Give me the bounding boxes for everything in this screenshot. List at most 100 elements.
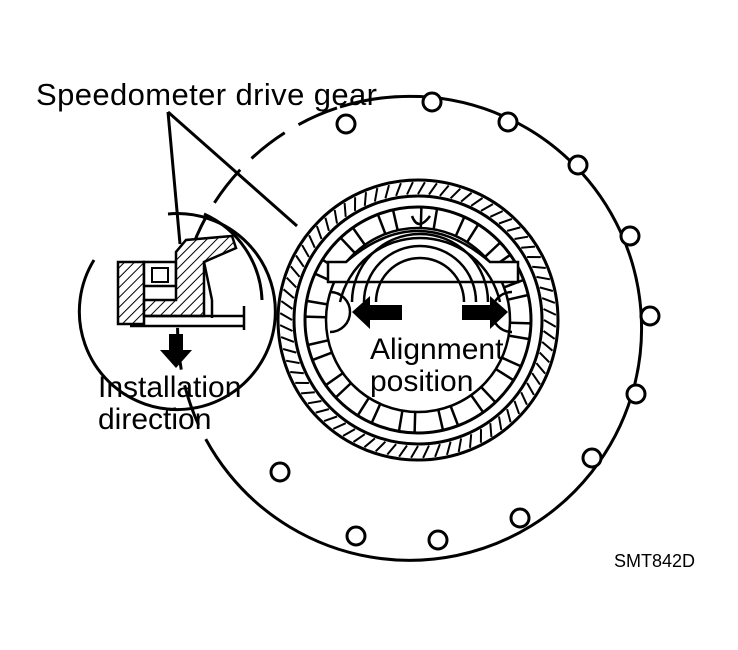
gear-tooth — [536, 277, 550, 279]
hub-slot-edge — [485, 243, 500, 257]
hub-slot-edge — [456, 217, 465, 236]
bolt-holes — [271, 93, 659, 549]
gear-tooth — [387, 444, 396, 454]
gear-tooth — [301, 392, 315, 393]
hub-slot-edge — [312, 353, 332, 361]
gear-tooth — [440, 186, 449, 196]
gear-tooth — [481, 204, 493, 211]
gear-tooth — [544, 309, 556, 315]
hub-slot-edge — [467, 224, 478, 242]
gear-tooth — [470, 434, 471, 448]
hub-slot-edge — [358, 398, 369, 416]
gear-tooth — [515, 401, 520, 414]
installation-line-1: Installation — [98, 372, 241, 404]
gear-tooth — [447, 442, 451, 455]
gear-tooth — [290, 372, 304, 373]
bolt-hole — [423, 93, 441, 111]
gear-tooth — [423, 446, 429, 458]
gear-tooth — [280, 313, 292, 320]
gear-tooth — [324, 417, 337, 422]
figure-code: SMT842D — [614, 552, 695, 571]
gear-tooth — [507, 409, 511, 422]
hub-slot-edge — [510, 323, 531, 324]
hub-slot-edge — [399, 411, 403, 432]
installation-line-2: direction — [98, 404, 241, 436]
alignment-position-label: Alignment position — [370, 334, 503, 399]
hub-slot-edge — [341, 238, 355, 253]
hub-slot-edge — [502, 358, 521, 367]
gear-tooth — [407, 182, 413, 194]
bolt-hole — [569, 156, 587, 174]
hub-slot-edge — [308, 340, 329, 345]
hub-slot-edge — [393, 210, 398, 231]
gear-tooth — [515, 237, 529, 239]
gear-tooth — [544, 331, 555, 339]
arrow-right-icon — [462, 296, 508, 329]
gear-tooth — [308, 401, 322, 403]
hub-slot-edge — [336, 383, 351, 397]
gear-cross-section — [118, 236, 244, 330]
bolt-hole — [337, 115, 355, 133]
gear-tooth — [396, 183, 401, 196]
hub-slot-edge — [438, 410, 443, 431]
bolt-hole — [641, 307, 659, 325]
gear-tooth — [471, 198, 482, 206]
gear-tooth — [283, 349, 296, 353]
hub-slot-edge — [353, 228, 365, 245]
gear-tooth — [291, 266, 300, 277]
gear-tooth — [286, 361, 300, 363]
gear-tooth — [536, 363, 545, 374]
gear-tooth — [280, 325, 292, 331]
hub-slot-edge — [508, 295, 529, 300]
gear-tooth — [317, 226, 322, 239]
hub-slot-edge — [509, 336, 530, 340]
gear-tooth — [302, 245, 309, 257]
case-outer-ring — [278, 180, 558, 460]
hub-slot-edge — [451, 406, 459, 426]
gear-tooth — [316, 409, 329, 413]
hub-slot-edge — [372, 404, 381, 423]
bolt-hole — [347, 527, 365, 545]
gear-tooth — [354, 434, 365, 442]
alignment-line-2: position — [370, 366, 503, 398]
gear-tooth — [429, 183, 437, 194]
gear-tooth — [499, 417, 501, 431]
arrow-down-icon — [160, 334, 192, 368]
bolt-hole — [583, 449, 601, 467]
gear-tooth — [435, 444, 440, 457]
hub-slot-edge — [305, 317, 326, 318]
gear-tooth — [540, 353, 550, 363]
gear-tooth — [411, 446, 418, 458]
gear-tooth — [385, 185, 389, 198]
gear-tooth — [532, 267, 546, 268]
gear-tooth — [345, 203, 346, 217]
gear-tooth — [507, 227, 520, 231]
gear-tooth — [281, 337, 294, 342]
bolt-hole — [627, 385, 645, 403]
gear-tooth — [287, 278, 297, 288]
hub-slot-edge — [307, 301, 328, 305]
gear-tooth — [418, 182, 425, 194]
hub-slot-edge — [415, 412, 416, 433]
gear-tooth — [459, 438, 461, 452]
gear-tooth — [532, 373, 540, 384]
gear-tooth — [325, 218, 329, 231]
gear-tooth — [343, 429, 355, 436]
bolt-hole — [511, 509, 529, 527]
gear-tooth — [542, 342, 552, 351]
gear-tooth — [399, 446, 407, 457]
gear-tooth — [281, 301, 292, 309]
gear-tooth — [296, 256, 304, 267]
gear-tooth — [461, 193, 472, 202]
gear-tooth — [333, 423, 345, 429]
gear-tooth — [499, 219, 512, 224]
gear-tooth — [364, 438, 375, 447]
gear-tooth — [375, 188, 377, 202]
gear-tooth — [540, 287, 553, 291]
gear-tooth — [284, 289, 294, 298]
gear-tooth — [527, 383, 534, 395]
gear-tooth — [521, 247, 535, 248]
gear-tooth — [490, 423, 491, 437]
gear-tooth — [544, 320, 556, 327]
